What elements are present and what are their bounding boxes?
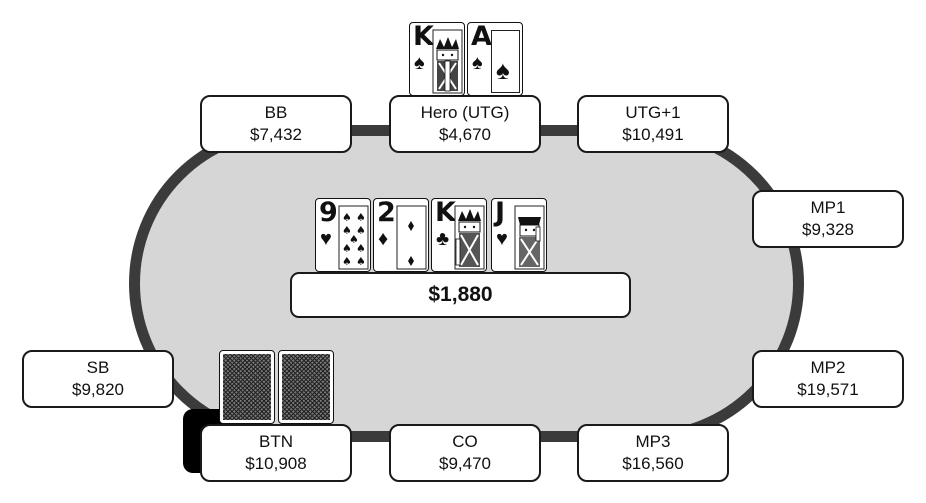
- seat-stack: $9,820: [72, 380, 124, 399]
- svg-text:♠: ♠: [342, 242, 352, 255]
- seat-stack: $10,908: [245, 454, 307, 473]
- seat-name: BTN: [259, 432, 293, 451]
- king-face-icon: [432, 29, 463, 94]
- seat-stack: $10,491: [622, 125, 684, 144]
- seat-sb[interactable]: SB $9,820: [22, 350, 174, 408]
- seat-hero[interactable]: Hero (UTG) $4,670: [389, 95, 541, 153]
- seat-name: MP1: [810, 198, 846, 217]
- spades-icon: ♠: [472, 52, 483, 74]
- seat-stack: $4,670: [439, 125, 491, 144]
- pot-display: $1,880: [290, 272, 631, 318]
- seat-stack: $9,470: [439, 454, 491, 473]
- seat-stack: $19,571: [797, 380, 859, 399]
- seat-name: CO: [452, 432, 478, 451]
- seat-name: MP3: [635, 432, 671, 451]
- card-rank: A: [471, 22, 492, 52]
- seat-mp3[interactable]: MP3 $16,560: [577, 424, 729, 482]
- seat-mp2[interactable]: MP2 $19,571: [752, 350, 904, 408]
- card-back-pattern: [223, 354, 271, 420]
- spade-pips-icon: ♠♠ ♠♠ ♠ ♠♠ ♠♠: [338, 205, 369, 270]
- svg-text:♠: ♠: [342, 224, 352, 237]
- card-back-pattern: [282, 354, 330, 420]
- hearts-icon: ♥: [320, 228, 332, 250]
- svg-text:♠: ♠: [356, 211, 366, 224]
- hero-card-2: A ♠ ♠: [467, 22, 523, 96]
- seat-name: UTG+1: [625, 103, 681, 122]
- card-rank: 2: [377, 198, 396, 228]
- svg-text:♠: ♠: [356, 224, 366, 237]
- seat-name: MP2: [810, 358, 846, 377]
- spades-icon: ♠: [496, 55, 510, 85]
- seat-stack: $16,560: [622, 454, 684, 473]
- seat-btn[interactable]: BTN $10,908: [200, 424, 352, 482]
- svg-text:♠: ♠: [356, 242, 366, 255]
- seat-mp1[interactable]: MP1 $9,328: [752, 190, 904, 248]
- btn-card-back-2: [278, 350, 334, 424]
- pot-amount: $1,880: [428, 283, 493, 306]
- board-card-2: 2 ♦: [373, 198, 429, 272]
- seat-name: Hero (UTG): [420, 103, 510, 122]
- seat-stack: $9,328: [802, 220, 854, 239]
- board-card-3: K ♣: [431, 198, 487, 272]
- svg-text:♠: ♠: [342, 211, 352, 224]
- svg-text:♠: ♠: [356, 255, 366, 268]
- seat-co[interactable]: CO $9,470: [389, 424, 541, 482]
- card-rank: J: [495, 198, 506, 228]
- seat-name: BB: [264, 103, 288, 122]
- board-card-4: J ♥: [491, 198, 547, 272]
- king-face-icon: [454, 205, 485, 270]
- btn-card-back-1: [219, 350, 275, 424]
- card-rank: K: [435, 198, 456, 228]
- card-rank: 9: [319, 198, 338, 228]
- seat-bb[interactable]: BB $7,432: [200, 95, 352, 153]
- seat-utg1[interactable]: UTG+1 $10,491: [577, 95, 729, 153]
- svg-text:♠: ♠: [349, 233, 359, 246]
- card-inner-frame: [491, 30, 520, 93]
- diamond-pips-icon: [396, 205, 427, 270]
- seat-stack: $7,432: [250, 125, 302, 144]
- diamonds-icon: ♦: [378, 228, 389, 250]
- spades-icon: ♠: [414, 52, 425, 74]
- hero-card-1: K ♠: [409, 22, 465, 96]
- seat-name: SB: [86, 358, 110, 377]
- board-card-1: 9 ♥ ♠♠ ♠♠ ♠ ♠♠ ♠♠: [315, 198, 371, 272]
- svg-text:♠: ♠: [342, 255, 352, 268]
- clubs-icon: ♣: [436, 228, 450, 250]
- jack-face-icon: [514, 205, 545, 270]
- card-rank: K: [413, 22, 434, 52]
- hearts-icon: ♥: [496, 228, 508, 250]
